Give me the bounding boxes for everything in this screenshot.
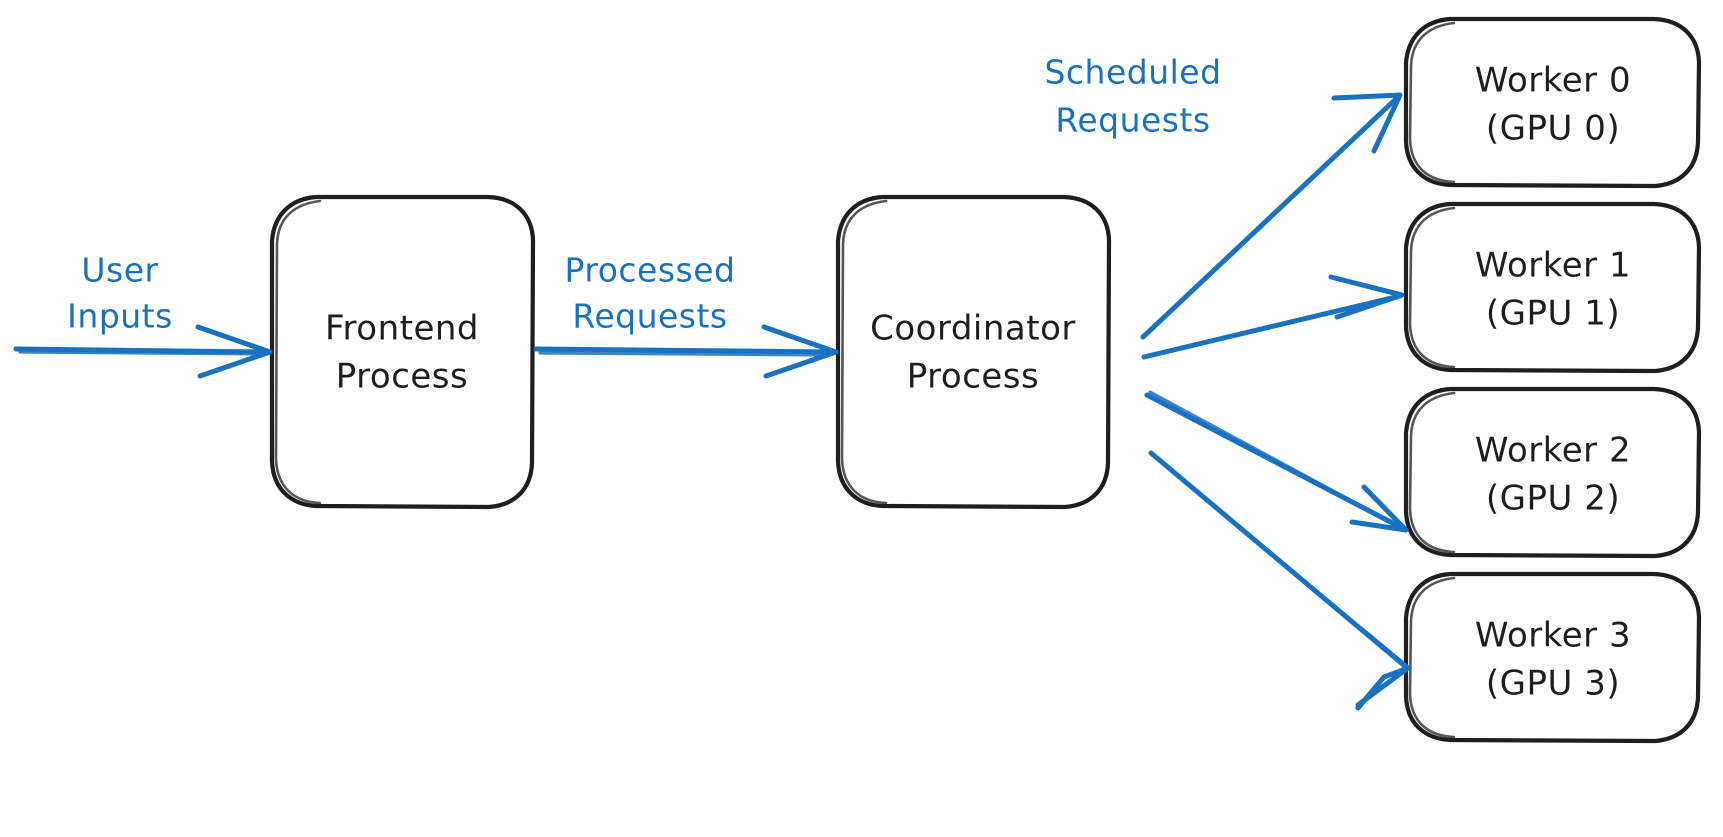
label-scheduled-requests: Scheduled Requests [1044,53,1221,140]
edge-user-inputs-to-frontend [13,324,273,379]
node-coordinator-process[interactable]: Coordinator Process [835,194,1112,510]
worker-1-box [1403,201,1702,374]
coordinator-process-label-line1: Coordinator [870,309,1076,349]
processed-requests-arrow-head [761,324,839,379]
worker-1-label-line1: Worker 1 [1475,246,1631,286]
node-worker-2[interactable]: Worker 2 (GPU 2) [1403,386,1702,559]
label-user-inputs: User Inputs [67,251,173,336]
coordinator-worker-2-arrow-shaft-sketch [1148,390,1400,528]
node-worker-3[interactable]: Worker 3 (GPU 3) [1403,571,1702,744]
frontend-process-box-sketch [274,199,322,505]
worker-3-label-line2: (GPU 3) [1486,664,1620,704]
user-inputs-arrow-shaft [13,346,271,355]
user-inputs-arrow-head [195,324,273,379]
worker-2-box [1403,386,1702,559]
worker-2-label-line2: (GPU 2) [1486,479,1620,519]
coordinator-worker-2-arrow-head [1349,484,1409,533]
coordinator-worker-0-arrow-shaft [1140,94,1401,340]
worker-0-box [1403,16,1702,189]
edge-coordinator-to-worker-2 [1144,390,1409,533]
worker-1-label-line2: (GPU 1) [1486,294,1620,334]
coordinator-worker-1-arrow-head [1328,274,1405,320]
edge-coordinator-to-worker-0 [1140,92,1403,340]
user-inputs-label-line1: User [81,251,158,290]
frontend-process-label-line1: Frontend [325,309,479,349]
user-inputs-label-line2: Inputs [67,297,173,336]
worker-3-box-sketch [1408,576,1456,739]
frontend-process-label-line2: Process [336,357,468,397]
coordinator-process-label-line2: Process [907,357,1039,397]
worker-1-box-sketch [1408,206,1456,369]
processed-requests-arrow-shaft [533,346,837,355]
worker-2-box-sketch [1408,391,1456,554]
coordinator-worker-0-arrow-head [1331,92,1403,154]
scheduled-requests-label-line1: Scheduled [1044,53,1221,92]
processed-requests-arrow-shaft-sketch [538,351,830,357]
worker-0-label-line2: (GPU 0) [1486,109,1620,149]
edge-coordinator-to-worker-1 [1141,274,1405,360]
user-inputs-arrow-shaft-sketch [18,350,264,356]
coordinator-worker-3-arrow-head [1355,626,1411,711]
coordinator-worker-1-arrow-shaft [1141,293,1403,360]
coordinator-process-box [835,194,1112,510]
node-frontend-process[interactable]: Frontend Process [269,194,536,510]
node-worker-1[interactable]: Worker 1 (GPU 1) [1403,201,1702,374]
coordinator-process-box-sketch [840,199,888,505]
worker-3-box [1403,571,1702,744]
frontend-process-box [269,194,536,510]
processed-requests-label-line1: Processed [565,251,736,290]
coordinator-worker-3-arrow-head-lower [1355,665,1411,708]
edge-coordinator-to-worker-3 [1148,450,1411,711]
processed-requests-label-line2: Requests [572,297,727,336]
node-worker-0[interactable]: Worker 0 (GPU 0) [1403,16,1702,189]
edge-frontend-to-coordinator [533,324,839,379]
label-processed-requests: Processed Requests [565,251,736,336]
worker-2-label-line1: Worker 2 [1475,431,1631,471]
worker-3-label-line1: Worker 3 [1475,616,1631,656]
worker-0-box-sketch [1408,21,1456,184]
scheduled-requests-label-line2: Requests [1055,101,1210,140]
worker-0-label-line1: Worker 0 [1475,61,1631,101]
